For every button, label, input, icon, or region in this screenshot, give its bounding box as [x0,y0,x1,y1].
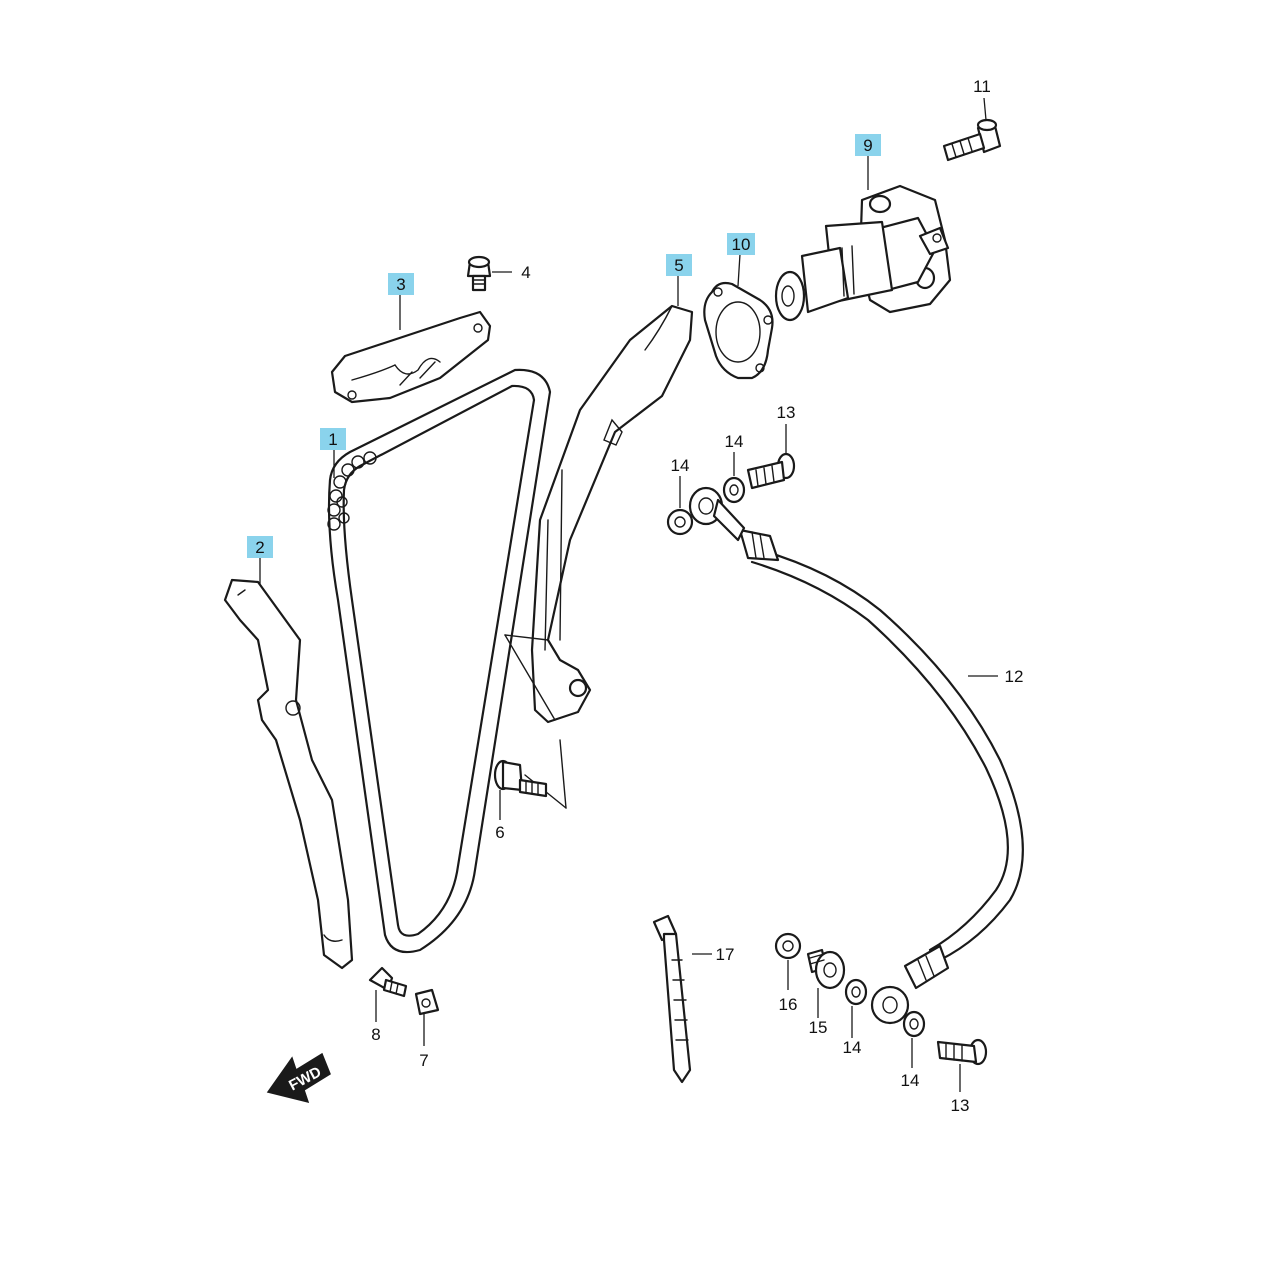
label-part-14-bottom-right: 14 [901,1071,920,1090]
highlight-box-3 [388,273,414,295]
cam-chain-part[interactable] [327,368,552,954]
leader-lines [259,97,998,1092]
label-part-7: 7 [419,1051,428,1070]
label-part-12: 12 [1005,667,1024,686]
gasket-part[interactable] [703,281,774,380]
label-part-14-top-left: 14 [671,456,690,475]
washer-part-14-top-right[interactable] [722,476,746,504]
banjo-bolt-part-bottom[interactable] [936,1038,988,1066]
highlight-box-2 [247,536,273,558]
highlight-box-5 [666,254,692,276]
label-part-11: 11 [973,77,991,96]
bolt-part-4[interactable] [466,255,492,292]
label-part-1: 1 [328,430,337,449]
highlight-box-10 [727,233,755,255]
bolt-part-11[interactable] [942,118,1002,162]
label-part-9: 9 [863,136,872,155]
washer-part-14-bottom-middle[interactable] [844,978,868,1006]
washer-part-16[interactable] [774,932,802,960]
label-part-13-top: 13 [777,403,796,422]
label-part-10: 10 [732,235,751,254]
label-part-15: 15 [809,1018,828,1037]
cable-tie-part[interactable] [652,914,692,1084]
banjo-fitting-upper[interactable] [688,486,746,542]
fwd-arrow-icon: FWD [266,1052,331,1104]
label-part-14-top-right: 14 [725,432,744,451]
chain-guide-front-part[interactable] [223,578,354,970]
pivot-bolt-part[interactable] [493,759,548,798]
label-part-14-bottom-middle: 14 [843,1038,862,1057]
tensioner-guide-part[interactable] [530,304,694,724]
tensioner-adjuster-part[interactable] [774,184,952,322]
highlight-box-9 [855,134,881,156]
label-part-6: 6 [495,823,504,842]
label-part-16: 16 [779,995,798,1014]
highlight-box-1 [320,428,346,450]
washer-plate-part-7[interactable] [414,988,440,1016]
oil-hose-part[interactable] [738,528,1024,990]
banjo-bolt-part-top[interactable] [746,452,796,490]
bolt-part-8[interactable] [368,966,408,998]
label-part-4: 4 [521,263,530,282]
washer-part-14-bottom-right[interactable] [902,1010,926,1038]
label-part-2: 2 [255,538,264,557]
label-part-17: 17 [716,945,735,964]
washer-part-14-top-left[interactable] [666,508,694,536]
label-part-8: 8 [371,1025,380,1044]
label-part-13-bottom: 13 [951,1096,970,1115]
bolt-part-15[interactable] [806,948,846,990]
label-part-5: 5 [674,256,683,275]
chain-guide-top-part[interactable] [330,310,492,404]
label-part-3: 3 [396,275,405,294]
banjo-fitting-lower[interactable] [870,985,910,1025]
